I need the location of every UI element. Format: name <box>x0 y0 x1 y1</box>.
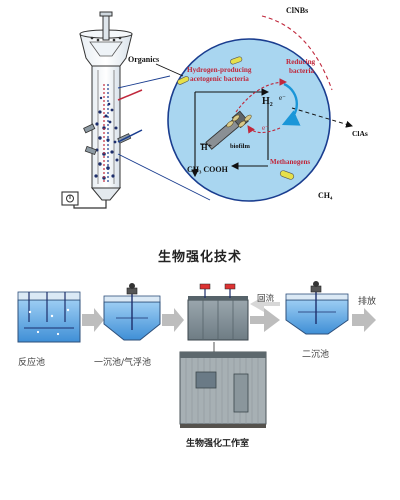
secondary-tank <box>285 281 349 335</box>
bacteria-cell-organics <box>177 76 190 85</box>
label-reaction-tank: 反应池 <box>18 356 45 368</box>
power-supply-icon <box>61 191 79 206</box>
flow-arrow-1 <box>82 308 104 332</box>
bacteria-cell-methanogen <box>279 170 295 180</box>
label-clas: ClAs <box>352 129 368 138</box>
label-primary-tank: 一沉池/气浮池 <box>94 356 151 368</box>
label-secondary-tank: 二沉池 <box>302 348 329 360</box>
flow-arrow-2 <box>162 308 184 332</box>
reaction-tank <box>17 291 81 343</box>
label-organics: Organics <box>128 55 159 64</box>
flow-arrow-discharge <box>352 308 376 332</box>
label-hplus: H⁺ <box>201 142 212 152</box>
label-e-top: e⁻ <box>279 94 286 102</box>
organics-leader <box>155 63 184 77</box>
biofilm-cells <box>226 114 252 128</box>
workroom-container <box>179 351 267 428</box>
label-clnbs: ClNBs <box>286 6 308 15</box>
augmentation-unit <box>187 283 249 341</box>
label-recycle: 回流 <box>257 293 275 304</box>
electron-cycle <box>235 78 301 134</box>
label-rb-line2: bacteria <box>289 67 315 75</box>
primary-tank <box>103 283 161 341</box>
recycle-arrow <box>250 296 280 332</box>
label-discharge: 排放 <box>358 295 376 307</box>
reactor-column <box>73 11 143 209</box>
label-rb-line1: Reducing <box>286 58 316 66</box>
clas-arrow <box>291 107 353 128</box>
label-hp-line2: acetogenic bacteria <box>190 75 249 83</box>
page-title: 生物强化技术 <box>157 250 242 265</box>
label-methanogens: Methanogens <box>270 158 310 166</box>
label-biofilm: biofilm <box>230 143 250 150</box>
label-e-bottom: e⁻ <box>262 124 269 132</box>
clnbs-arrow <box>261 15 333 91</box>
label-hp-line1: Hydrogen-producing <box>187 66 252 74</box>
label-workroom: 生物强化工作室 <box>186 437 249 449</box>
bacteria-cell-hp <box>230 56 243 65</box>
label-h2: H₂ <box>262 96 273 107</box>
label-ch3cooh: CH₃ COOH <box>187 165 229 174</box>
label-ch4: CH₄ <box>318 191 333 200</box>
